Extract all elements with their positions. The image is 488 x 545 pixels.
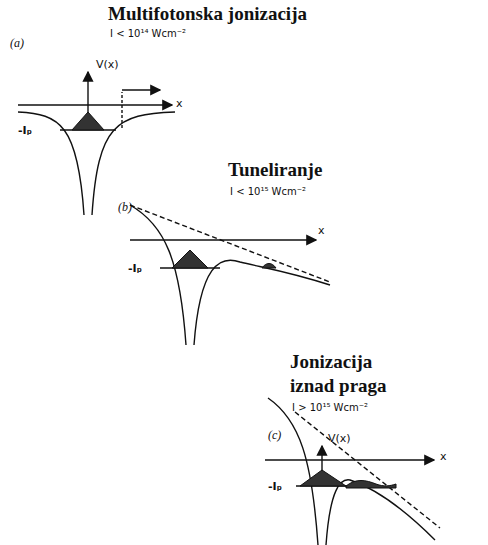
intensity-label: I > 10¹⁵ Wcm⁻²	[292, 402, 368, 413]
regime-title: Tuneliranje	[228, 158, 322, 182]
regime-title: Multifotonska jonizacija	[108, 2, 307, 26]
panel-letter: (b)	[118, 200, 132, 215]
intensity-label: I < 10¹⁴ Wcm⁻²	[110, 28, 186, 39]
panel-letter: (a)	[10, 36, 24, 51]
axis-label: x	[440, 450, 447, 463]
ionization-potential: -Iₚ	[18, 124, 32, 137]
panel-letter: (c)	[268, 428, 281, 443]
axis-label: V(x)	[96, 58, 119, 71]
axis-label: V(x)	[328, 432, 351, 445]
ionization-potential: -Iₚ	[128, 262, 142, 275]
axis-label: x	[176, 97, 183, 110]
ionization-potential: -Iₚ	[268, 480, 282, 493]
intensity-label: I < 10¹⁵ Wcm⁻²	[230, 186, 306, 197]
axis-label: x	[318, 224, 325, 237]
regime-title: Jonizacija iznad praga	[290, 350, 400, 398]
